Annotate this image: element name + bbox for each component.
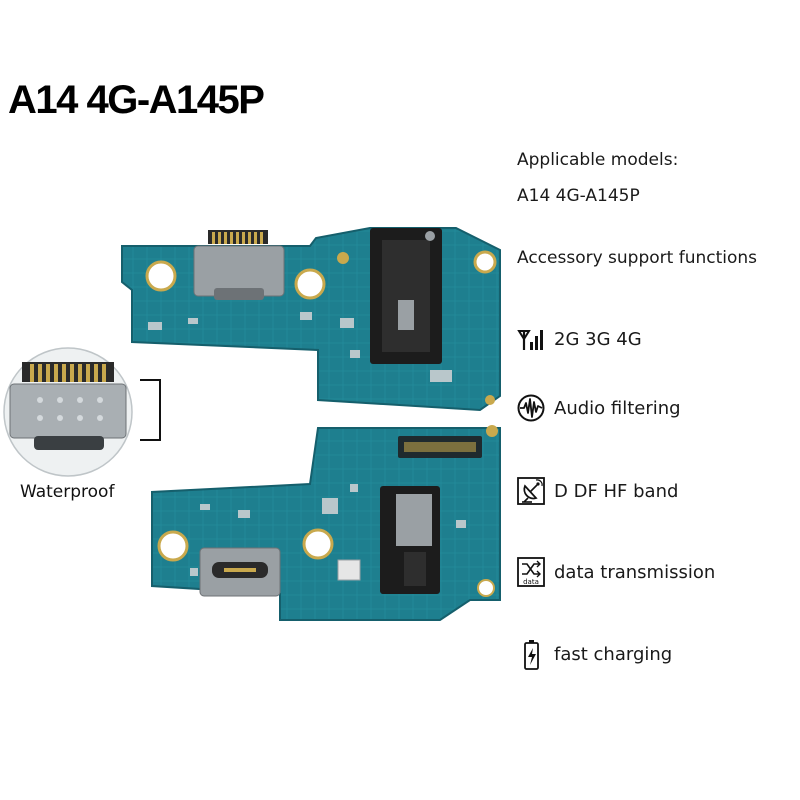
zoom-bracket: [140, 379, 161, 441]
feature-band-label: D DF HF band: [554, 480, 679, 502]
feature-audio: Audio filtering: [516, 391, 681, 425]
feature-audio-label: Audio filtering: [554, 397, 681, 419]
applicable-models-heading: Applicable models:: [517, 150, 679, 170]
top-charging-board: [121, 227, 501, 412]
battery-charging-icon: [516, 637, 546, 671]
bottom-charging-board: [151, 425, 501, 621]
feature-data-label: data transmission: [554, 561, 716, 583]
flex-connector: [398, 436, 482, 458]
applicable-model-value: A14 4G-A145P: [517, 186, 640, 206]
audio-jack-bottom: [380, 486, 440, 594]
feature-charging-label: fast charging: [554, 643, 673, 665]
audio-jack-top: [370, 228, 442, 364]
feature-data: data data transmission: [516, 555, 715, 589]
usb-c-port-top: [193, 230, 285, 300]
feature-charging: fast charging: [516, 637, 672, 671]
audio-waveform-icon: [516, 391, 546, 425]
feature-band: D DF HF band: [516, 474, 678, 508]
signal-antenna-icon: [516, 322, 546, 356]
usb-c-port-bottom: [199, 547, 281, 597]
product-title: A14 4G-A145P: [8, 78, 265, 122]
data-shuffle-icon: data: [516, 555, 546, 589]
connector-zoom-circle: [3, 347, 133, 477]
feature-network: 2G 3G 4G: [516, 322, 642, 356]
satellite-dish-icon: [516, 474, 546, 508]
accessory-functions-heading: Accessory support functions: [517, 248, 758, 268]
feature-network-label: 2G 3G 4G: [554, 328, 642, 350]
waterproof-label: Waterproof: [20, 482, 115, 502]
data-icon-text: data: [523, 578, 539, 586]
